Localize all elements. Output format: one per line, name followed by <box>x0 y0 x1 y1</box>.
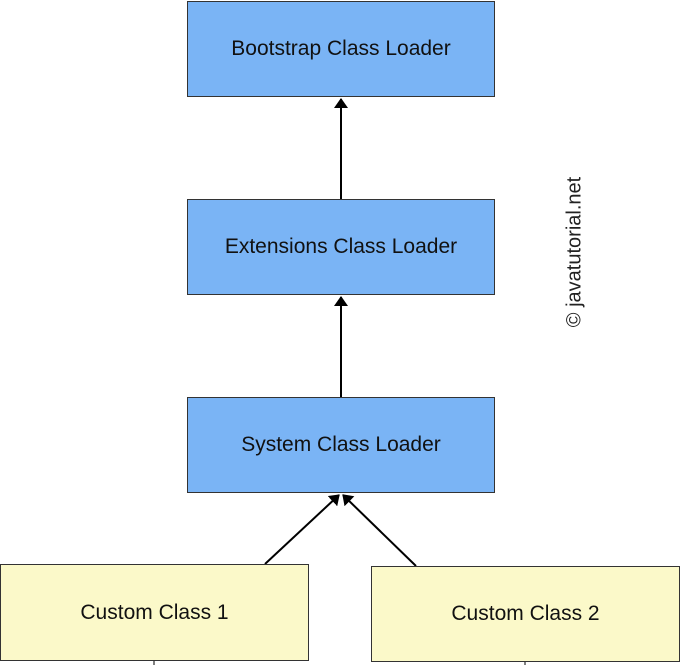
custom-class-1-label: Custom Class 1 <box>80 600 229 624</box>
extensions-class-loader-node: Extensions Class Loader <box>187 199 495 295</box>
arrow-custom1-to-system <box>264 494 340 565</box>
bootstrap-class-loader-label: Bootstrap Class Loader <box>231 37 451 60</box>
custom-class-2-node: Custom Class 2 <box>371 566 680 662</box>
copyright-watermark: © javatutorial.net <box>563 176 586 328</box>
extensions-class-loader-label: Extensions Class Loader <box>224 235 458 258</box>
system-class-loader-node: System Class Loader <box>187 397 495 493</box>
custom-class-1-node: Custom Class 1 <box>0 564 309 661</box>
system-class-loader-label: System Class Loader <box>241 433 441 456</box>
arrow-custom2-to-system <box>342 494 417 567</box>
custom-class-2-label: Custom Class 2 <box>451 602 600 625</box>
bootstrap-class-loader-node: Bootstrap Class Loader <box>187 1 495 97</box>
